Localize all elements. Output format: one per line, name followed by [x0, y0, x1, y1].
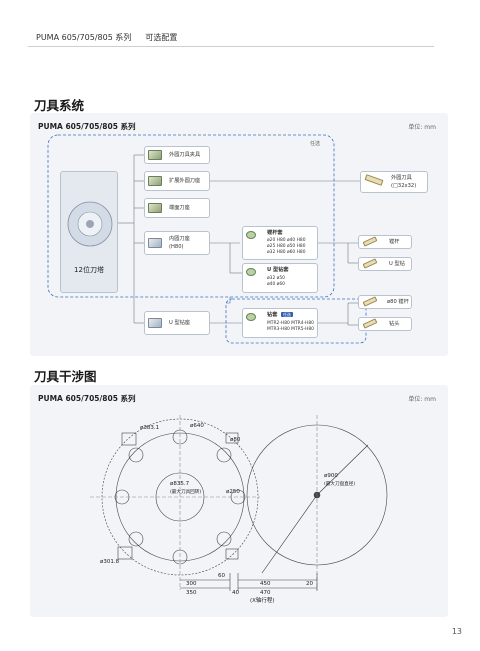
dim-d383: ø383.1 — [140, 425, 159, 431]
od-tool-box: 外圆刀具 (□32x32) — [360, 171, 428, 193]
u-holder-label: U 型钻座 — [169, 320, 191, 326]
boring-bar-label: 镗杆 — [389, 239, 400, 245]
drill-sleeve-row: MTR3-H80 MTR5-H80 — [267, 326, 314, 332]
boring-sleeve-box: 镗杆套 ø20 H80 ø40 H80 ø25 H80 ø50 H80 ø32 … — [242, 226, 318, 260]
turret-label: 12位刀塔 — [74, 266, 104, 274]
dim-450: 450 — [260, 581, 271, 587]
od-holder-box: 外圆刀具夹具 — [144, 146, 210, 164]
od-tool-label: 外圆刀具 — [391, 175, 412, 181]
turret-icon — [67, 201, 113, 247]
boring-sleeve-row: ø32 H80 ø60 H80 — [267, 249, 306, 255]
ext-od-holder-box: 扩展外圆刀座 — [144, 171, 210, 191]
dim-d835-sub: (最大刀具回转) — [170, 488, 201, 495]
dim-d640: ø640 — [190, 423, 204, 429]
id-holder-sub: (H80) — [169, 244, 184, 250]
boring-sleeve-row: ø20 H80 ø40 H80 — [267, 238, 306, 243]
tool-system-card: PUMA 605/705/805 系列 单位: mm — [30, 113, 448, 356]
od-holder-icon — [148, 150, 162, 160]
od-holder-label: 外圆刀具夹具 — [169, 152, 201, 158]
u-sleeve-row: ø32 ø50 — [267, 276, 285, 281]
option-region — [47, 134, 335, 298]
drill-label: 钻头 — [389, 321, 400, 327]
dim-x-stroke: (X轴行程) — [250, 596, 275, 604]
tool-system-title: 刀具系统 — [34, 98, 85, 113]
u-sleeve-row: ø40 ø60 — [267, 281, 285, 287]
u-holder-icon — [148, 318, 162, 328]
interference-unit: 单位: mm — [408, 396, 436, 403]
boring-sleeve-icon — [246, 231, 256, 239]
drill-sleeve-title: 钻套 — [267, 312, 278, 318]
interference-card: PUMA 605/705/805 系列 单位: mm — [30, 385, 448, 617]
dim-20: 20 — [306, 581, 313, 587]
drill-sleeve-icon — [246, 313, 256, 321]
boring-bar-box: 镗杆 — [358, 235, 412, 249]
boring-sleeve-title: 镗杆套 — [267, 230, 283, 236]
dim-d250: ø250 — [226, 489, 240, 495]
option-region-drill — [225, 298, 367, 344]
ext-od-holder-label: 扩展外圆刀座 — [169, 178, 201, 184]
drill-sleeve-box: 钻套 任选 MTR2-H80 MTR4-H80 MTR3-H80 MTR5-H8… — [242, 308, 318, 338]
dim-d80: ø80 — [230, 437, 241, 443]
page-header: PUMA 605/705/805 系列 可选配置 — [36, 32, 177, 43]
header-divider — [28, 46, 434, 47]
dim-d835: ø835.7 — [170, 481, 190, 487]
tool-system-unit: 单位: mm — [408, 124, 436, 131]
u-drill-icon — [362, 258, 378, 269]
dim-d900: ø900 — [324, 473, 338, 479]
boring-bar-80-label: ø80 镗杆 — [387, 299, 409, 305]
boring-bar-80-icon — [362, 296, 378, 307]
interference-title: 刀具干涉图 — [34, 369, 97, 384]
u-drill-box: U 型钻 — [358, 257, 412, 271]
u-sleeve-icon — [246, 268, 256, 276]
u-sleeve-title: U 型钻套 — [267, 267, 289, 273]
u-sleeve-box: U 型钻套 ø32 ø50 ø40 ø60 — [242, 263, 318, 293]
boring-bar-icon — [362, 236, 378, 247]
dim-470: 470 — [260, 590, 271, 596]
dim-300: 300 — [186, 581, 197, 587]
id-holder-box: 内圆刀座 (H80) — [144, 231, 210, 255]
u-drill-label: U 型钻 — [389, 261, 405, 267]
face-holder-box: 端面刀座 — [144, 198, 210, 218]
dim-350: 350 — [186, 590, 197, 596]
id-holder-icon — [148, 238, 162, 248]
face-holder-icon — [148, 203, 162, 213]
dim-60: 60 — [218, 573, 225, 579]
tool-system-card-title: PUMA 605/705/805 系列 — [38, 122, 136, 131]
ext-od-holder-icon — [148, 176, 162, 186]
header-series: PUMA 605/705/805 系列 — [36, 33, 132, 42]
boring-sleeve-row: ø25 H80 ø50 H80 — [267, 243, 306, 249]
interference-card-title: PUMA 605/705/805 系列 — [38, 394, 136, 403]
tool-system-diagram — [47, 134, 367, 344]
drill-box: 钻头 — [358, 317, 412, 331]
drill-icon — [362, 318, 378, 329]
u-holder-box: U 型钻座 — [144, 311, 210, 335]
dim-d301: ø301.8 — [100, 559, 120, 565]
interference-drawing: ø640 ø80 ø383.1 ø835.7 (最大刀具回转) ø900 (最大… — [90, 415, 388, 604]
header-section: 可选配置 — [145, 33, 178, 42]
dim-d900-sub: (最大刀盘直径) — [324, 480, 355, 487]
od-tool-sub: (□32x32) — [391, 183, 417, 189]
od-tool-icon — [364, 174, 384, 186]
dim-40: 40 — [232, 590, 239, 596]
option-label: 任选 — [310, 141, 321, 147]
drill-sleeve-badge: 任选 — [281, 312, 293, 318]
boring-bar-80-box: ø80 镗杆 — [358, 295, 412, 309]
face-holder-label: 端面刀座 — [169, 205, 190, 211]
drill-sleeve-row: MTR2-H80 MTR4-H80 — [267, 321, 314, 326]
id-holder-label: 内圆刀座 — [169, 236, 190, 242]
turret-box: 12位刀塔 — [60, 171, 118, 293]
page-number: 13 — [451, 627, 462, 636]
